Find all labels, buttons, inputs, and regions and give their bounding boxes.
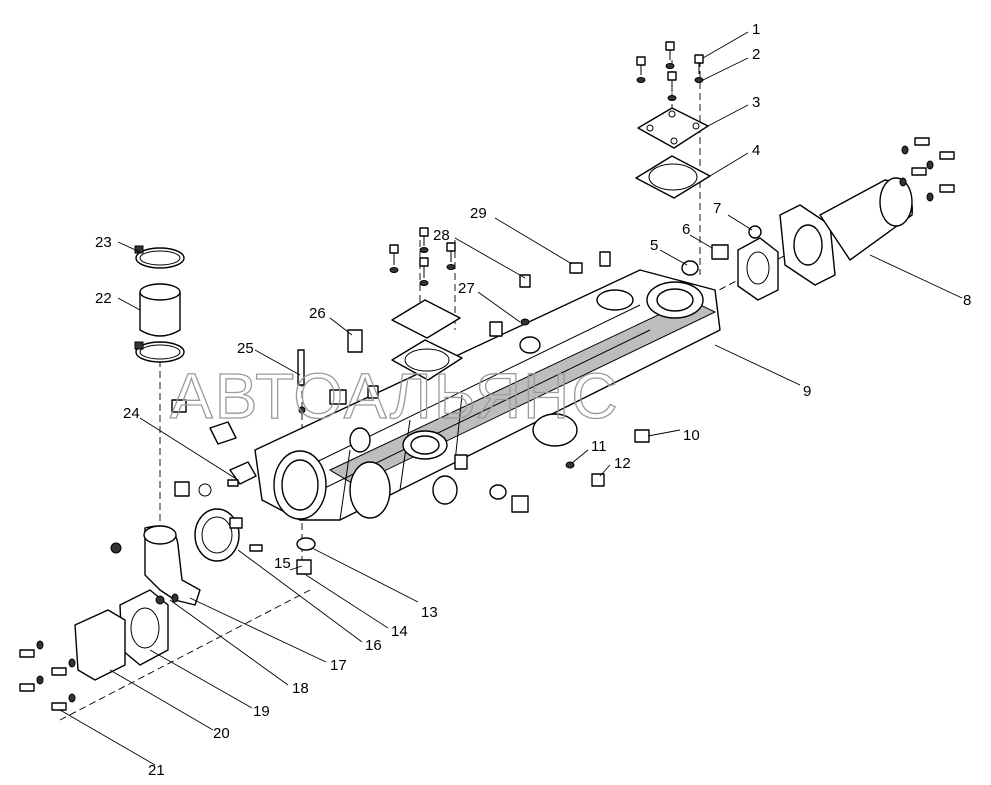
main-housing bbox=[254, 269, 721, 521]
callout-6: 6 bbox=[682, 221, 690, 238]
middle-cover-assembly bbox=[389, 227, 463, 381]
callout-27: 27 bbox=[458, 280, 475, 297]
callout-9: 9 bbox=[803, 383, 811, 400]
callout-21: 21 bbox=[148, 762, 165, 779]
elbow-bolt bbox=[899, 137, 955, 202]
callout-10: 10 bbox=[683, 427, 700, 444]
callout-4: 4 bbox=[752, 142, 760, 159]
callout-7: 7 bbox=[713, 200, 721, 217]
callout-24: 24 bbox=[123, 405, 140, 422]
fittings bbox=[171, 251, 650, 575]
callout-14: 14 bbox=[391, 623, 408, 640]
callout-16: 16 bbox=[365, 637, 382, 654]
callout-1: 1 bbox=[752, 21, 760, 38]
callout-25: 25 bbox=[237, 340, 254, 357]
callout-26: 26 bbox=[309, 305, 326, 322]
leader-lines bbox=[59, 31, 963, 766]
callout-18: 18 bbox=[292, 680, 309, 697]
callout-28: 28 bbox=[433, 227, 450, 244]
cover-bolt bbox=[636, 41, 704, 92]
callout-23: 23 bbox=[95, 234, 112, 251]
thermostat-assembly bbox=[19, 508, 243, 711]
callout-11: 11 bbox=[591, 438, 607, 455]
callout-22: 22 bbox=[95, 290, 112, 307]
top-cover-assembly bbox=[635, 41, 711, 199]
cover-washer bbox=[636, 63, 704, 101]
callout-20: 20 bbox=[213, 725, 230, 742]
callout-13: 13 bbox=[421, 604, 438, 621]
watermark: АВТОАЛЬЯНС bbox=[170, 360, 620, 432]
cover-bolt-set bbox=[19, 640, 76, 711]
callout-29: 29 bbox=[470, 205, 487, 222]
callout-labels: 1 2 3 4 5 6 7 8 9 10 11 12 13 14 15 16 1… bbox=[95, 21, 971, 779]
callout-15: 15 bbox=[274, 555, 291, 572]
outlet-elbow-assembly bbox=[681, 137, 955, 301]
callout-19: 19 bbox=[253, 703, 270, 720]
callout-8: 8 bbox=[963, 292, 971, 309]
callout-3: 3 bbox=[752, 94, 760, 111]
callout-17: 17 bbox=[330, 657, 347, 674]
hose-assembly bbox=[134, 245, 185, 363]
callout-12: 12 bbox=[614, 455, 631, 472]
callout-5: 5 bbox=[650, 237, 658, 254]
callout-2: 2 bbox=[752, 46, 760, 63]
